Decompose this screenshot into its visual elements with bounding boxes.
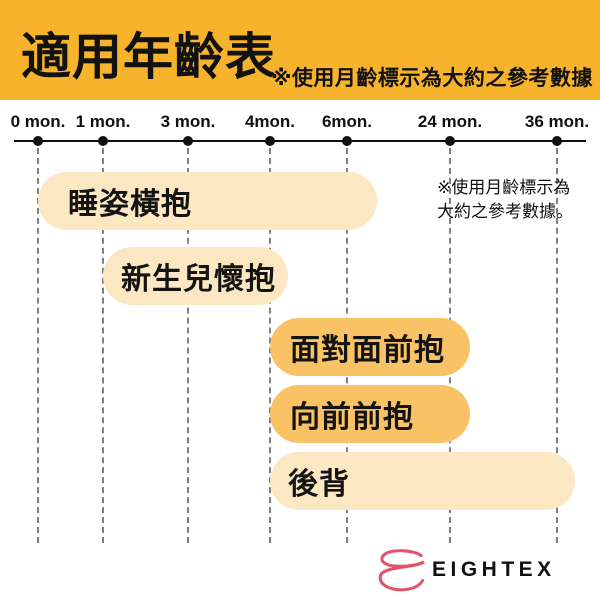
header-disclaimer: ※使用月齡標示為大約之參考數據: [271, 67, 593, 90]
brand-name: EIGHTEX: [432, 558, 556, 581]
eightex-double-e-swirl-icon: [378, 549, 425, 592]
axis-tick-dot: [98, 136, 108, 146]
axis-tick-dot: [445, 136, 455, 146]
axis-tick-dot: [342, 136, 352, 146]
age-range-bar: 後背: [270, 452, 575, 510]
age-range-bar-label: 後背: [288, 468, 350, 501]
age-range-bar-label: 面對面前抱: [290, 334, 445, 367]
axis-tick-label: 24 mon.: [417, 112, 483, 131]
axis-tick-label: 1 mon.: [75, 112, 131, 131]
chart-disclaimer: ※使用月齡標示為 大約之參考數據。: [437, 176, 573, 224]
axis-tick-label: 36 mon.: [524, 112, 590, 131]
brand-logo: EIGHTEX: [376, 546, 590, 594]
header-banner: 適用年齡表 ※使用月齡標示為大約之參考數據: [0, 0, 600, 100]
axis-tick-label: 3 mon.: [160, 112, 216, 131]
dashed-gridline: [556, 148, 558, 543]
dashed-gridline: [187, 148, 189, 543]
axis-tick-dot: [265, 136, 275, 146]
age-range-bar-label: 睡姿橫抱: [68, 188, 192, 221]
age-range-bar: 新生兒懷抱: [103, 247, 288, 305]
age-range-chart: 0 mon. 1 mon. 3 mon. 4mon. 6mon. 24 mon. 36 mo…: [0, 100, 600, 560]
age-range-bar: 面對面前抱: [270, 318, 470, 376]
axis-tick-label: 4mon.: [244, 112, 296, 131]
axis-tick-dot: [33, 136, 43, 146]
age-range-bar: 睡姿橫抱: [38, 172, 377, 230]
dashed-gridline: [37, 148, 39, 543]
age-range-bar-label: 向前前抱: [290, 401, 414, 434]
dashed-gridline: [102, 148, 104, 543]
age-range-bar-label: 新生兒懷抱: [121, 263, 276, 296]
axis-tick-dot: [552, 136, 562, 146]
chart-disclaimer-line2: 大約之參考數據。: [437, 202, 573, 221]
timeline-axis: [14, 140, 586, 142]
axis-tick-dot: [183, 136, 193, 146]
age-range-bar: 向前前抱: [270, 385, 470, 443]
axis-tick-label: 6mon.: [321, 112, 373, 131]
page-title: 適用年齡表: [21, 29, 276, 85]
chart-disclaimer-line1: ※使用月齡標示為: [437, 178, 571, 197]
axis-tick-label: 0 mon.: [10, 112, 66, 131]
